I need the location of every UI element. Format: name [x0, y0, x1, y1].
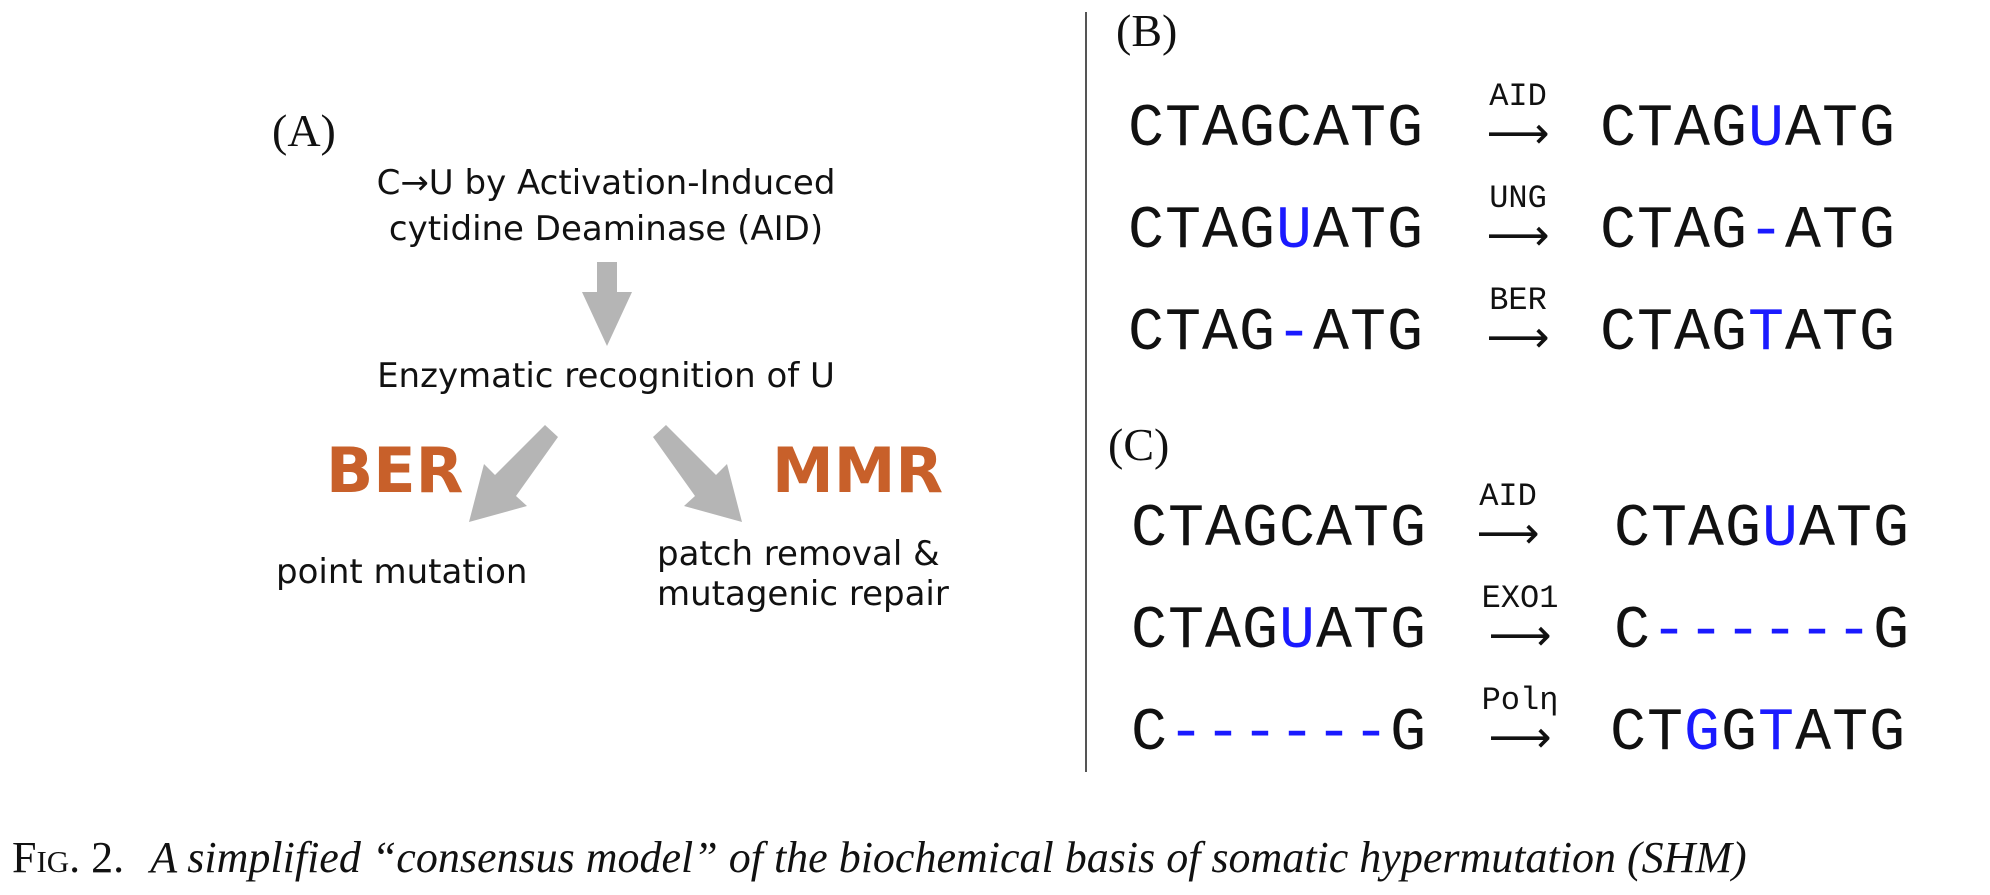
base-segment: G: [1390, 700, 1428, 768]
base-segment: CTAG: [1131, 598, 1280, 666]
panel-c-row-2-arrow: EXO1 ⟶: [1465, 580, 1575, 661]
base-segment: CTAGCATG: [1128, 96, 1425, 164]
mmr-pathway-label: MMR: [772, 434, 944, 507]
base-segment: CTAG: [1614, 496, 1763, 564]
highlighted-base: U: [1276, 198, 1314, 266]
panel-b-row-3-arrow: BER ⟶: [1463, 282, 1573, 363]
highlighted-base: T: [1758, 700, 1796, 768]
base-segment: ATG: [1785, 300, 1897, 368]
base-segment: CTAG: [1600, 198, 1749, 266]
panel-b-row-1-to: CTAGUATG: [1600, 96, 1896, 164]
base-segment: ATG: [1313, 198, 1425, 266]
patch-removal-text: patch removal & mutagenic repair: [657, 534, 949, 614]
patch-removal-line-2: mutagenic repair: [657, 574, 949, 614]
panel-c-row-3-from: C------G: [1131, 700, 1427, 768]
highlighted-base: U: [1279, 598, 1317, 666]
base-segment: ATG: [1785, 198, 1897, 266]
base-segment: CTAG: [1128, 300, 1277, 368]
panel-c-row-1-arrow: AID ⟶: [1453, 478, 1563, 559]
panel-c-row-3-enzyme: Polη: [1481, 682, 1559, 719]
highlighted-base: T: [1748, 300, 1786, 368]
base-segment: ATG: [1316, 598, 1428, 666]
reaction-arrow-icon: ⟶: [1486, 210, 1550, 261]
reaction-arrow-icon: ⟶: [1486, 312, 1550, 363]
panel-b-label: (B): [1116, 5, 1178, 56]
base-segment: ATG: [1799, 496, 1911, 564]
highlighted-base: U: [1762, 496, 1800, 564]
base-segment: ATG: [1795, 700, 1907, 768]
panel-b-row-3-from: CTAG-ATG: [1128, 300, 1424, 368]
panel-c-row-1-enzyme: AID: [1479, 478, 1537, 515]
panel-b-row-2-to: CTAG-ATG: [1600, 198, 1896, 266]
caption-text: A simplified “consensus model” of the bi…: [150, 833, 1747, 882]
panel-c-row-2-to: C------G: [1614, 598, 1910, 666]
reaction-arrow-icon: ⟶: [1486, 108, 1550, 159]
panel-b-row-1-enzyme: AID: [1489, 78, 1547, 115]
panel-b-row-3-enzyme: BER: [1489, 282, 1547, 319]
highlighted-base: G: [1684, 700, 1722, 768]
base-segment: G: [1873, 598, 1911, 666]
base-segment: CTAGCATG: [1131, 496, 1428, 564]
figure-number: Fig. 2.: [12, 833, 125, 882]
base-segment: G: [1721, 700, 1759, 768]
base-segment: CTAG: [1600, 96, 1749, 164]
down-left-arrow: [469, 425, 558, 522]
base-segment: C: [1131, 700, 1169, 768]
panel-a-label: (A): [272, 105, 336, 156]
base-segment: CTAG: [1128, 198, 1277, 266]
panel-b-row-3-to: CTAGTATG: [1600, 300, 1896, 368]
reaction-arrow-icon: ⟶: [1476, 508, 1540, 559]
point-mutation-text: point mutation: [276, 552, 528, 592]
highlighted-base: -: [1748, 198, 1786, 266]
panel-b-row-2-arrow: UNG ⟶: [1463, 180, 1573, 261]
base-segment: C: [1614, 598, 1652, 666]
aid-step-line-1: C→U by Activation-Induced: [376, 163, 836, 203]
panel-c-row-3-to: CTGGTATG: [1610, 700, 1906, 768]
reaction-arrow-icon: ⟶: [1488, 712, 1552, 763]
ber-pathway-label: BER: [326, 434, 464, 507]
highlighted-base: U: [1748, 96, 1786, 164]
base-segment: ATG: [1313, 300, 1425, 368]
recognition-step-text: Enzymatic recognition of U: [377, 356, 835, 396]
aid-step-line-2: cytidine Deaminase (AID): [388, 209, 824, 249]
panel-c-row-1-from: CTAGCATG: [1131, 496, 1427, 564]
down-arrow: [582, 262, 632, 346]
aid-step-text: C→U by Activation-Induced cytidine Deami…: [330, 160, 882, 252]
panel-b-row-1-from: CTAGCATG: [1128, 96, 1424, 164]
base-segment: CT: [1610, 700, 1685, 768]
panel-c-row-2-from: CTAGUATG: [1131, 598, 1427, 666]
panel-b-row-1-arrow: AID ⟶: [1463, 78, 1573, 159]
down-right-arrow: [653, 425, 742, 522]
base-segment: CTAG: [1600, 300, 1749, 368]
highlighted-base: -: [1276, 300, 1314, 368]
patch-removal-line-1: patch removal &: [657, 534, 940, 574]
highlighted-base: ------: [1168, 700, 1391, 768]
reaction-arrow-icon: ⟶: [1488, 610, 1552, 661]
panel-c-row-2-enzyme: EXO1: [1481, 580, 1559, 617]
panel-c-label: (C): [1108, 419, 1170, 470]
panel-c-row-1-to: CTAGUATG: [1614, 496, 1910, 564]
panel-b-row-2-enzyme: UNG: [1489, 180, 1547, 217]
panel-c-row-3-arrow: Polη ⟶: [1465, 682, 1575, 763]
highlighted-base: ------: [1651, 598, 1874, 666]
panel-b-row-2-from: CTAGUATG: [1128, 198, 1424, 266]
figure-caption: Fig. 2. A simplified “consensus model” of…: [12, 832, 1982, 883]
base-segment: ATG: [1785, 96, 1897, 164]
